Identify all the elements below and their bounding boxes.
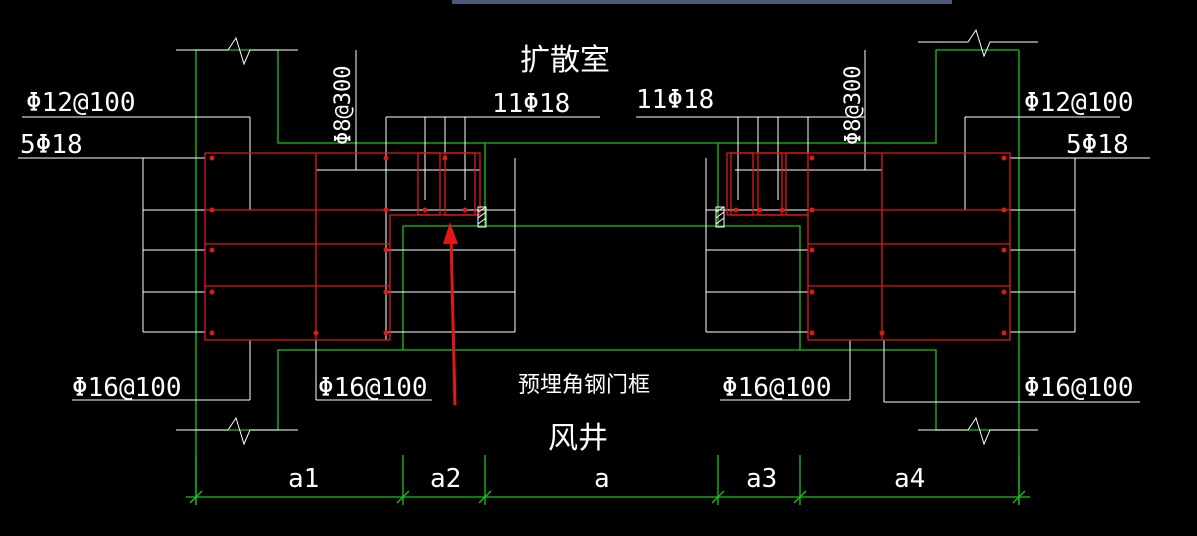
right-rebar-white: [636, 50, 1150, 403]
bottom-rebar-label-4: Φ16@100: [1024, 373, 1134, 403]
left-side-rebar-label: 5Φ18: [20, 130, 83, 160]
break-lines: [176, 28, 1038, 446]
left-rebar-red: [204, 152, 481, 341]
dim-label-a2: a2: [430, 464, 461, 494]
right-inner-top-label: 11Φ18: [636, 85, 714, 115]
top-bar: [452, 0, 952, 4]
embedded-frame-label: 预埋角钢门框: [518, 373, 650, 398]
room-bottom-label: 风井: [548, 421, 608, 456]
left-stirrup-label: Φ8@300: [331, 66, 356, 145]
right-side-rebar-label: 5Φ18: [1066, 130, 1129, 160]
embedded-angle-right: [715, 206, 725, 228]
room-top-label: 扩散室: [520, 43, 610, 78]
left-inner-top-label: 11Φ18: [492, 89, 570, 119]
bottom-rebar-label-2: Φ16@100: [318, 373, 428, 403]
right-stirrup-label: Φ8@300: [841, 66, 866, 145]
dim-label-a: a: [594, 464, 610, 494]
dim-label-a1: a1: [288, 464, 319, 494]
embedded-angle-left: [477, 206, 487, 228]
dim-label-a4: a4: [894, 464, 925, 494]
right-top-rebar-label: Φ12@100: [1024, 88, 1134, 118]
wall-outline: [186, 49, 1030, 505]
red-arrow-annotation: [443, 222, 458, 406]
left-top-rebar-label: Φ12@100: [26, 88, 136, 118]
bottom-rebar-label-3: Φ16@100: [722, 373, 832, 403]
bottom-rebar-label-1: Φ16@100: [72, 373, 182, 403]
dim-label-a3: a3: [746, 464, 777, 494]
right-rebar-red: [726, 152, 1011, 341]
